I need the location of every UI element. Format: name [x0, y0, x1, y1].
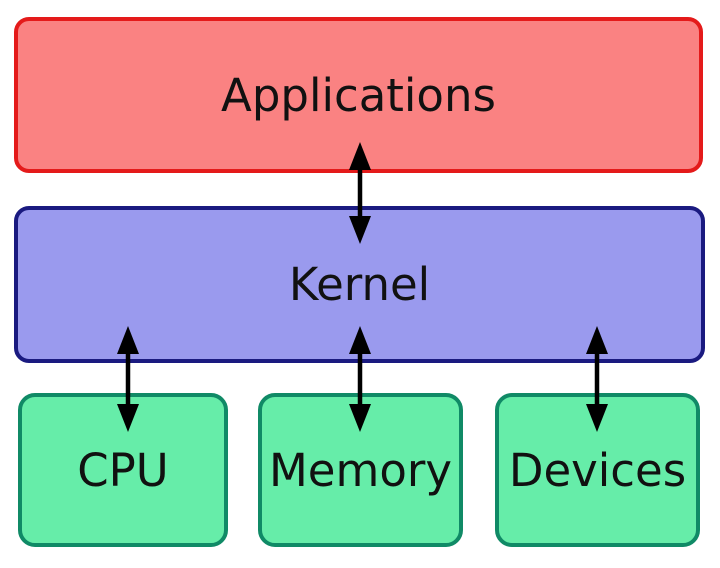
memory-label: Memory [268, 443, 452, 497]
applications-box: Applications [14, 17, 703, 173]
memory-box: Memory [258, 393, 463, 547]
kernel-label: Kernel [288, 258, 431, 311]
cpu-label: CPU [77, 443, 169, 497]
cpu-box: CPU [18, 393, 228, 547]
applications-label: Applications [221, 68, 496, 122]
devices-box: Devices [495, 393, 700, 547]
kernel-box: Kernel [14, 206, 705, 363]
devices-label: Devices [508, 443, 687, 497]
